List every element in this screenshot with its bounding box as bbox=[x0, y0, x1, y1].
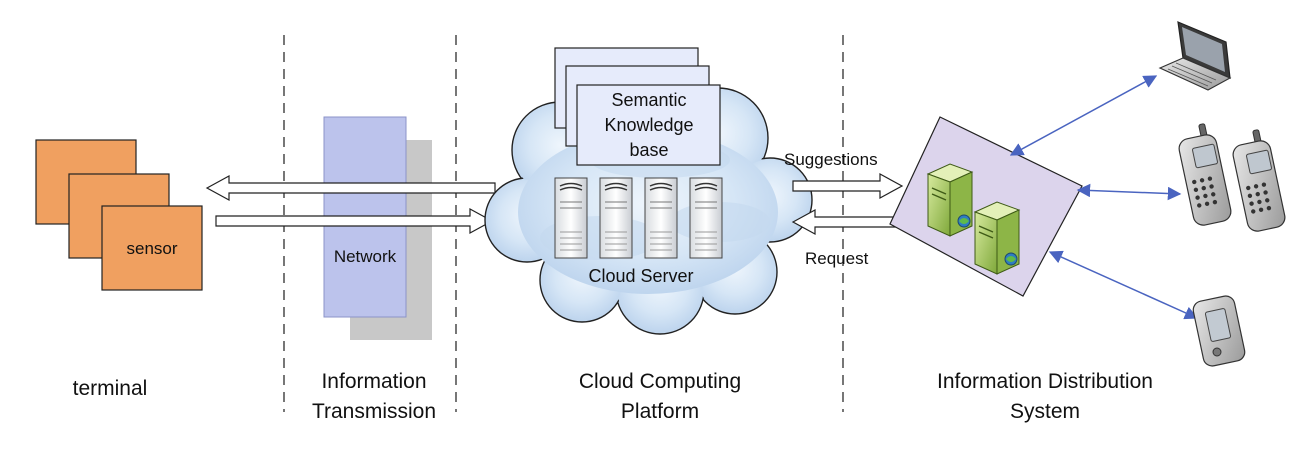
network-label: Network bbox=[334, 247, 397, 266]
suggestions-label: Suggestions bbox=[784, 150, 878, 169]
server-icon bbox=[689, 177, 723, 259]
section-distribution-line2: System bbox=[1010, 400, 1080, 423]
rack-servers bbox=[554, 177, 723, 259]
kb-label-line3: base bbox=[629, 140, 668, 160]
section-distribution-line1: Information Distribution bbox=[937, 370, 1153, 393]
arrow-to-terminal bbox=[205, 174, 496, 202]
device-links bbox=[1009, 75, 1199, 320]
mobile-phone-icon bbox=[1232, 129, 1286, 232]
section-platform-line2: Platform bbox=[621, 400, 699, 423]
section-terminal-label: terminal bbox=[73, 377, 148, 400]
kb-label-line1: Semantic bbox=[611, 90, 686, 110]
sensor-box-front bbox=[101, 205, 203, 291]
section-platform-line1: Cloud Computing bbox=[579, 370, 741, 393]
server-icon bbox=[926, 163, 974, 237]
section-transmission-line2: Transmission bbox=[312, 400, 436, 423]
cloud-server-label: Cloud Server bbox=[588, 266, 693, 286]
arrow-to-cloud bbox=[215, 207, 494, 235]
sensor-label: sensor bbox=[126, 239, 177, 258]
link-phones bbox=[1076, 183, 1182, 201]
arrow-suggestions bbox=[792, 172, 904, 200]
server-icon bbox=[554, 177, 588, 259]
server-icon bbox=[644, 177, 678, 259]
knowledge-base-stack bbox=[554, 47, 721, 166]
link-laptop bbox=[1009, 75, 1158, 156]
arrow-request bbox=[791, 208, 903, 236]
server-icon bbox=[599, 177, 633, 259]
link-pda bbox=[1048, 250, 1199, 320]
sensor-stack bbox=[35, 139, 203, 291]
section-transmission-line1: Information bbox=[321, 370, 426, 393]
laptop-icon bbox=[1158, 21, 1232, 91]
pda-icon bbox=[1192, 295, 1246, 367]
server-icon bbox=[973, 201, 1021, 275]
kb-label-line2: Knowledge bbox=[604, 115, 693, 135]
mobile-phone-icon bbox=[1178, 123, 1232, 226]
request-label: Request bbox=[805, 249, 869, 268]
kb-page-front bbox=[576, 84, 721, 166]
